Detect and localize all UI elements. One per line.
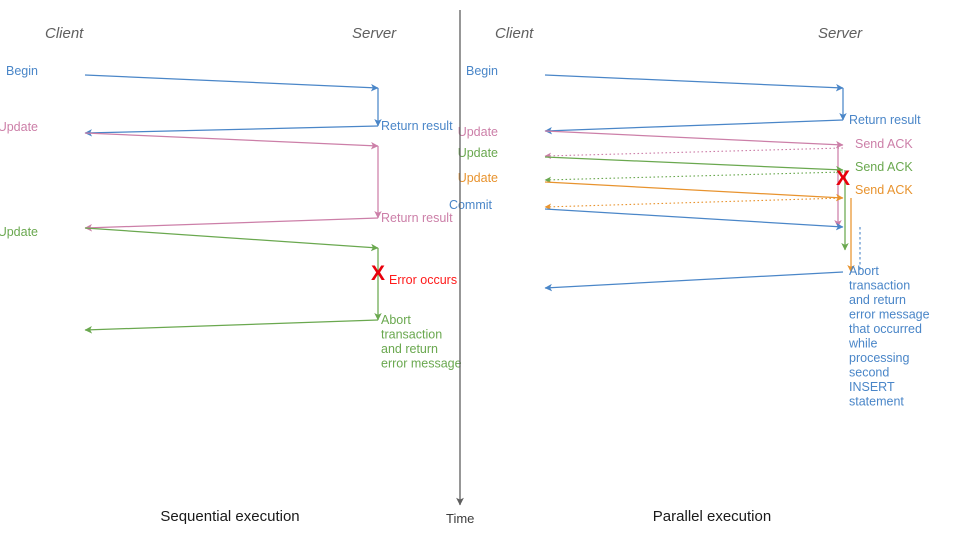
label-send-ack-2: Send ACK (855, 160, 913, 174)
panel-caption-sequential: Sequential execution (160, 508, 299, 525)
client-header: Client (45, 25, 84, 42)
label-return-result: Return result (849, 113, 921, 127)
message-abort-return (544, 271, 844, 292)
message-abort-return (84, 319, 379, 334)
client-header: Client (495, 25, 534, 42)
label-update-request-1: Update (0, 120, 38, 134)
server-header: Server (818, 25, 863, 42)
error-mark-label: Error occurs (389, 273, 457, 287)
message-begin-request (84, 74, 379, 92)
label-update-request-2: Update (458, 146, 498, 160)
message-update-request-1 (544, 130, 844, 149)
time-axis-label: Time (446, 511, 474, 526)
message-send-ack-2 (544, 171, 844, 184)
message-return-result-1 (84, 125, 379, 137)
label-begin-request: Begin (6, 64, 38, 78)
label-return-result-2: Return result (381, 211, 453, 225)
label-update-request-3: Update (458, 171, 498, 185)
time-axis: Time (446, 10, 474, 526)
label-send-ack-3: Send ACK (855, 183, 913, 197)
label-begin-request: Begin (466, 64, 498, 78)
label-update-request-1: Update (458, 125, 498, 139)
message-update-request-2 (544, 156, 844, 174)
server-header: Server (352, 25, 397, 42)
message-begin-request (544, 74, 844, 92)
message-update-request-2 (84, 227, 379, 252)
message-return-result (544, 119, 844, 135)
message-update-request-3 (544, 181, 844, 202)
label-return-result-1: Return result (381, 119, 453, 133)
message-return-result-2 (84, 217, 379, 232)
label-update-request-2: Update (0, 225, 38, 239)
panel-caption-parallel: Parallel execution (653, 508, 771, 525)
error-mark: X (836, 167, 850, 190)
message-update-request-1 (84, 132, 379, 150)
label-send-ack-1: Send ACK (855, 137, 913, 151)
message-send-ack-1 (544, 147, 844, 160)
message-send-ack-3 (544, 197, 844, 211)
label-commit-request: Commit (449, 198, 493, 212)
message-commit-request (544, 208, 844, 231)
error-mark: X (371, 262, 385, 285)
time-axis-layer: Time (446, 10, 474, 526)
